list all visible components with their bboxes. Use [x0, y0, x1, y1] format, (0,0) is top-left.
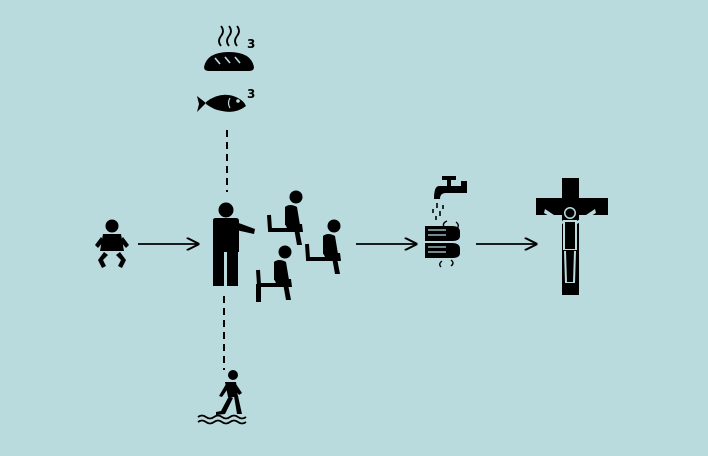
baby-icon: [95, 219, 129, 268]
bread-count: 3: [247, 37, 255, 51]
seated-audience-icon: [256, 190, 341, 302]
fish-count: 3: [247, 87, 255, 101]
teacher-icon: [213, 202, 255, 286]
crucifix-icon: [536, 178, 608, 295]
walking-on-water-icon: [197, 370, 247, 425]
faucet-hands-icon: [425, 176, 467, 268]
steaming-bread-icon: [204, 25, 254, 71]
fish-icon: [197, 94, 246, 112]
